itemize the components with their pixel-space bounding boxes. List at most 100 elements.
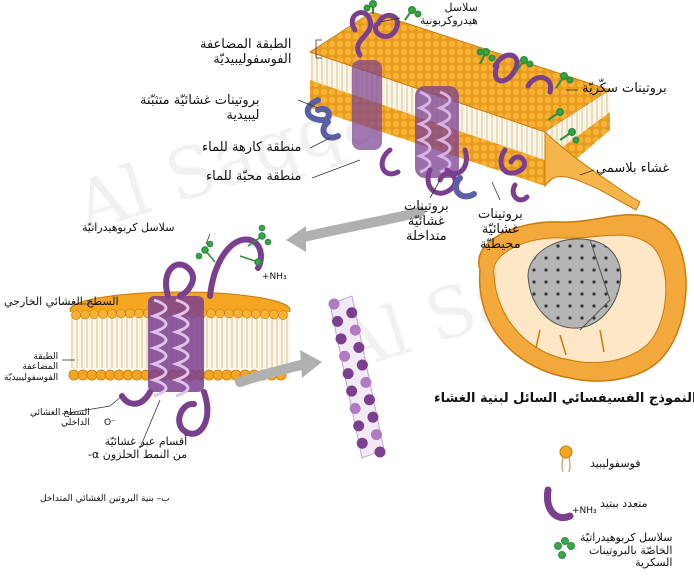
helix-residue bbox=[346, 386, 357, 397]
helix-residue bbox=[339, 351, 350, 362]
text: بروتينات غشائيّة محيطيّة bbox=[478, 208, 523, 253]
phospholipid-head bbox=[132, 370, 142, 380]
phospholipid-head bbox=[204, 370, 214, 380]
phospholipid-head bbox=[261, 310, 270, 319]
carbohydrate-chain-icon bbox=[555, 538, 575, 559]
integral-protein-b bbox=[352, 60, 382, 150]
text: O⁻ bbox=[104, 418, 116, 428]
text: أ– النموذج الفسيفسائي السائل لبنية الغشا… bbox=[434, 392, 694, 407]
text: الطبقة المضاعفة الفوسفوليبيديّة bbox=[4, 352, 58, 383]
helix-residue bbox=[360, 377, 371, 388]
text: +NH₃ bbox=[262, 272, 287, 282]
helix-residue bbox=[350, 325, 361, 336]
phospholipid-head bbox=[99, 310, 108, 319]
helical-protein-b bbox=[148, 296, 204, 396]
polypeptide-icon bbox=[548, 490, 570, 518]
phospholipid-head bbox=[72, 311, 81, 320]
arrow-head-b bbox=[286, 226, 306, 252]
helix-residue bbox=[336, 333, 347, 344]
phospholipid-head bbox=[81, 310, 90, 319]
alpha-helix-zoom bbox=[329, 296, 386, 458]
phospholipid-head bbox=[123, 370, 133, 380]
helix-residue bbox=[329, 299, 340, 310]
label-transmembrane: أقسام عبر غشائيّة من النمط الحلزون α- bbox=[88, 436, 187, 461]
helix-residue bbox=[343, 368, 354, 379]
phospholipid-head bbox=[234, 309, 243, 318]
legend-label-polypeptide: متعدد ببتيد bbox=[600, 498, 647, 511]
phospholipid-head bbox=[270, 310, 279, 319]
arrow-head-helix bbox=[300, 350, 322, 378]
text: السطح الغشائي الخارجي bbox=[4, 296, 119, 309]
helix-residue bbox=[357, 359, 368, 370]
helix-residue bbox=[364, 394, 375, 405]
phospholipid-head bbox=[105, 370, 115, 380]
arrow-to-panel-b bbox=[300, 212, 420, 238]
label-hydrocarbon-chains: سلاسل هيدروكربونية bbox=[420, 2, 478, 27]
legend-label-carbohydrate: سلاسل كربوهيدراتيّة الخاصّة بالبروتينات … bbox=[580, 532, 672, 570]
phospholipid-head bbox=[90, 310, 99, 319]
helix-residue bbox=[332, 316, 343, 327]
text: بروتينات غشائيّة متداخلة bbox=[404, 200, 449, 245]
text: سلاسل كربوهيدراتيّة الخاصّة بالبروتينات … bbox=[580, 532, 672, 570]
phospholipid-head bbox=[87, 370, 97, 380]
text: ب– بنية البروتين الغشائي المتداخل bbox=[40, 494, 170, 504]
text: أقسام عبر غشائيّة من النمط الحلزون α- bbox=[88, 436, 187, 461]
caption-panel-a: أ– النموذج الفسيفسائي السائل لبنية الغشا… bbox=[434, 392, 694, 407]
phospholipid-head bbox=[207, 309, 216, 318]
text: متعدد ببتيد bbox=[600, 498, 647, 511]
phospholipid-head bbox=[114, 370, 124, 380]
text: فوسفوليبيد bbox=[590, 458, 641, 471]
label-glycoproteins: بروتينات سكّريّة bbox=[582, 82, 667, 97]
text: غشاء بلاسمي bbox=[596, 162, 669, 177]
phospholipid-head bbox=[126, 309, 135, 318]
text: سلاسل هيدروكربونية bbox=[420, 2, 478, 27]
text: +NH₃ bbox=[572, 506, 597, 516]
label-o-minus: O⁻ bbox=[104, 418, 116, 428]
legend-tag-nh3: +NH₃ bbox=[572, 506, 597, 516]
label-plasma-membrane: غشاء بلاسمي bbox=[596, 162, 669, 177]
integral-protein-a bbox=[415, 86, 459, 178]
helix-residue bbox=[367, 412, 378, 423]
helix-residue bbox=[346, 307, 357, 318]
phospholipid-head bbox=[117, 309, 126, 318]
helix-residue bbox=[353, 342, 364, 353]
text: بروتينات غشائيّة متثبّتة ليبيدية bbox=[140, 94, 260, 124]
phospholipid-head bbox=[96, 370, 106, 380]
text: منطقة محبّة للماء bbox=[206, 170, 301, 185]
label-inner-surface: السطح الغشائي الداخلي bbox=[30, 408, 90, 429]
helix-residue bbox=[357, 438, 368, 449]
phospholipid-head bbox=[78, 370, 88, 380]
text: بروتينات سكّريّة bbox=[582, 82, 667, 97]
phospholipid-head bbox=[252, 309, 261, 318]
phospholipid-head bbox=[108, 309, 117, 318]
label-outer-surface: السطح الغشائي الخارجي bbox=[4, 296, 119, 309]
label-phospholipid-bilayer: الطبقة المضاعفة الفوسفوليبيديّة bbox=[200, 38, 291, 68]
label-nh3: +NH₃ bbox=[262, 272, 287, 282]
phospholipid-head bbox=[225, 309, 234, 318]
caption-panel-b: ب– بنية البروتين الغشائي المتداخل bbox=[40, 494, 170, 504]
label-integral-proteins: بروتينات غشائيّة متداخلة bbox=[404, 200, 449, 245]
phospholipid-head bbox=[213, 370, 223, 380]
helix-residue bbox=[375, 447, 386, 458]
text: السطح الغشائي الداخلي bbox=[30, 408, 90, 429]
phospholipid-head bbox=[279, 311, 288, 320]
helix-residue bbox=[350, 403, 361, 414]
text: منطقة كارهة للماء bbox=[202, 141, 301, 156]
phospholipid-head bbox=[243, 309, 252, 318]
text: سلاسل كربوهيدراتيّة bbox=[82, 222, 174, 235]
label-hydrophobic-region: منطقة كارهة للماء bbox=[202, 141, 301, 156]
label-carbohydrate-chains: سلاسل كربوهيدراتيّة bbox=[82, 222, 174, 235]
phospholipid-head bbox=[222, 370, 232, 380]
helix-residue bbox=[353, 420, 364, 431]
phospholipid-head bbox=[69, 370, 79, 380]
helix-residue bbox=[371, 429, 382, 440]
text: الطبقة المضاعفة الفوسفوليبيديّة bbox=[200, 38, 291, 68]
phospholipid-head bbox=[135, 309, 144, 318]
legend-label-phospholipid: فوسفوليبيد bbox=[590, 458, 641, 471]
label-hydrophilic-region: منطقة محبّة للماء bbox=[206, 170, 301, 185]
phospholipid-icon bbox=[560, 446, 572, 472]
label-lipid-anchored-proteins: بروتينات غشائيّة متثبّتة ليبيدية bbox=[140, 94, 260, 124]
label-peripheral-proteins: بروتينات غشائيّة محيطيّة bbox=[478, 208, 523, 253]
phospholipid-head bbox=[216, 309, 225, 318]
label-bilayer-b: الطبقة المضاعفة الفوسفوليبيديّة bbox=[4, 352, 58, 383]
